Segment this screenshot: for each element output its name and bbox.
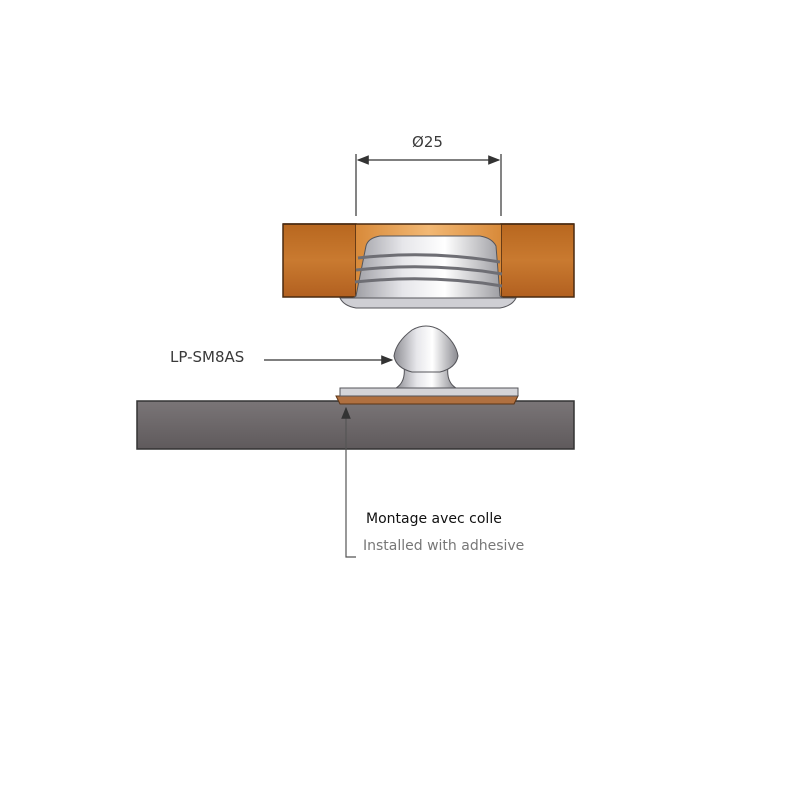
ball-stud [393,325,459,389]
thread-2 [355,265,503,276]
mounting-label-english: Installed with adhesive [363,538,525,554]
mounting-label-french: Montage avec colle [366,511,502,527]
mounting-leader-line [341,406,356,558]
thread-3 [354,277,503,288]
threaded-socket [339,235,517,309]
stud-ball [393,325,459,373]
diameter-dimension [355,154,502,216]
thread-1 [357,253,501,264]
adhesive-layer [335,395,519,405]
stud-base-disc [339,387,519,397]
part-label: LP-SM8AS [170,348,245,366]
socket-flange [339,297,517,309]
base-plate [136,400,575,450]
wood-panel-left [282,223,357,298]
wood-panel-right [500,223,575,298]
diameter-label: Ø25 [412,133,443,151]
adhesive-mount [335,387,519,405]
